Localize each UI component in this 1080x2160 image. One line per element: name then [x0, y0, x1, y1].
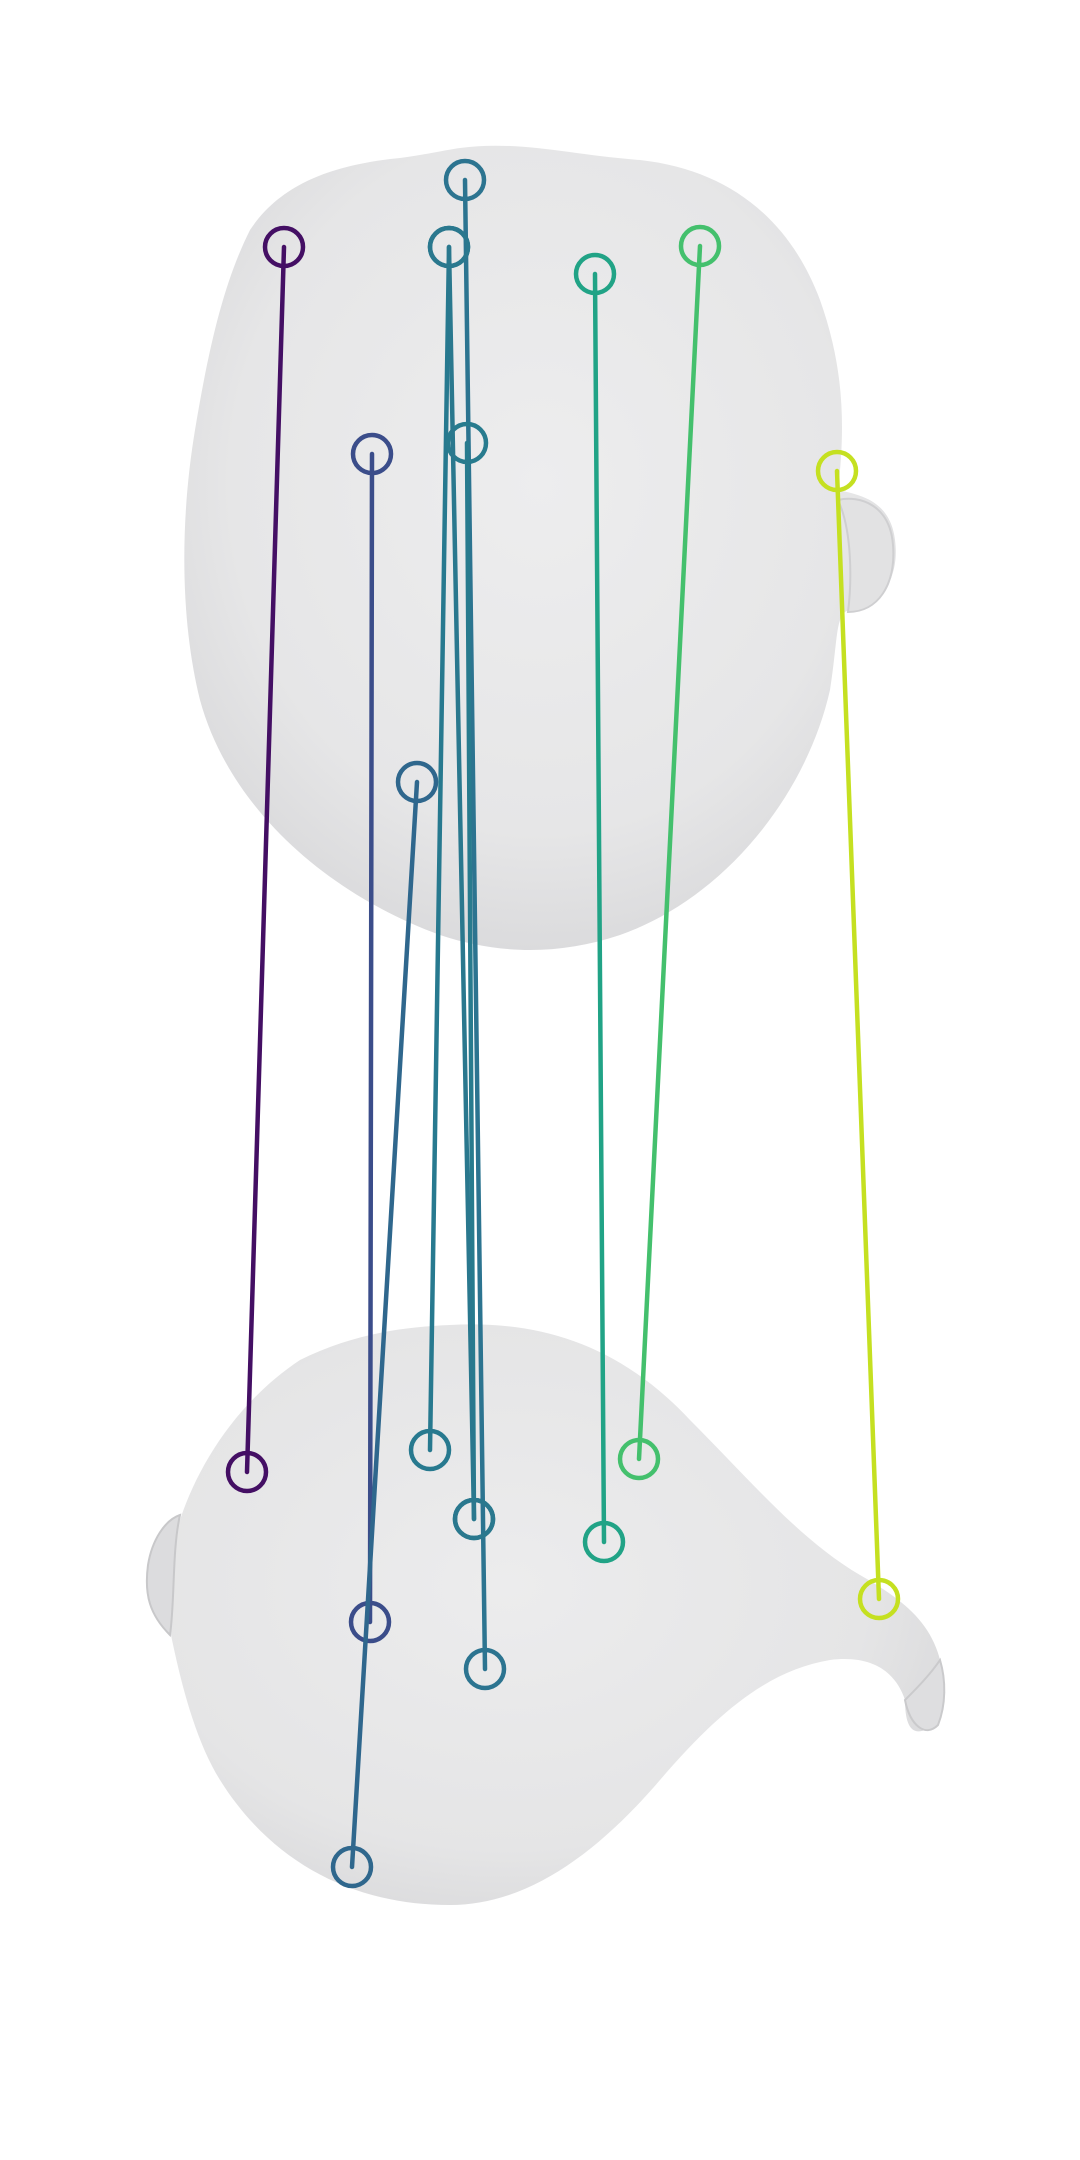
keypoint-upper-9 — [678, 224, 722, 268]
keypoint-lower-7 — [452, 1497, 496, 1541]
lower-shape-tip — [903, 1657, 946, 1732]
lower-shape-body — [150, 1324, 945, 1905]
upper-shape — [184, 145, 896, 951]
keypoint-lower-9 — [617, 1437, 661, 1481]
keypoint-upper-3 — [395, 760, 439, 804]
match-line-6 — [464, 440, 477, 1522]
keypoint-lower-4 — [463, 1647, 507, 1691]
keypoint-upper-7 — [427, 225, 471, 269]
keypoint-lower-5 — [408, 1428, 452, 1472]
keypoint-upper-1 — [262, 225, 306, 269]
upper-shape-nub — [836, 497, 895, 614]
keypoint-upper-6 — [445, 421, 489, 465]
match-line-9 — [636, 243, 703, 1462]
match-line-4 — [462, 177, 488, 1672]
match-line-7 — [446, 244, 477, 1522]
match-line-10 — [834, 468, 882, 1602]
keypoint-lower-3 — [330, 1845, 374, 1889]
match-line-3 — [349, 779, 420, 1870]
keypoint-lower-1 — [225, 1450, 269, 1494]
match-line-8 — [592, 271, 607, 1545]
keypoint-lower-10 — [857, 1577, 901, 1621]
match-line-2 — [367, 451, 375, 1625]
keypoint-upper-8 — [573, 252, 617, 296]
lower-shape — [145, 1324, 946, 1905]
correspondence-matches — [225, 158, 901, 1889]
lower-shape-left-frill — [145, 1513, 182, 1638]
match-line-5 — [427, 244, 452, 1453]
keypoint-upper-4 — [443, 158, 487, 202]
keypoint-upper-10 — [815, 449, 859, 493]
keypoint-lower-8 — [582, 1520, 626, 1564]
keypoint-upper-2 — [350, 432, 394, 476]
upper-shape-body — [184, 145, 896, 951]
match-line-1 — [244, 244, 287, 1475]
